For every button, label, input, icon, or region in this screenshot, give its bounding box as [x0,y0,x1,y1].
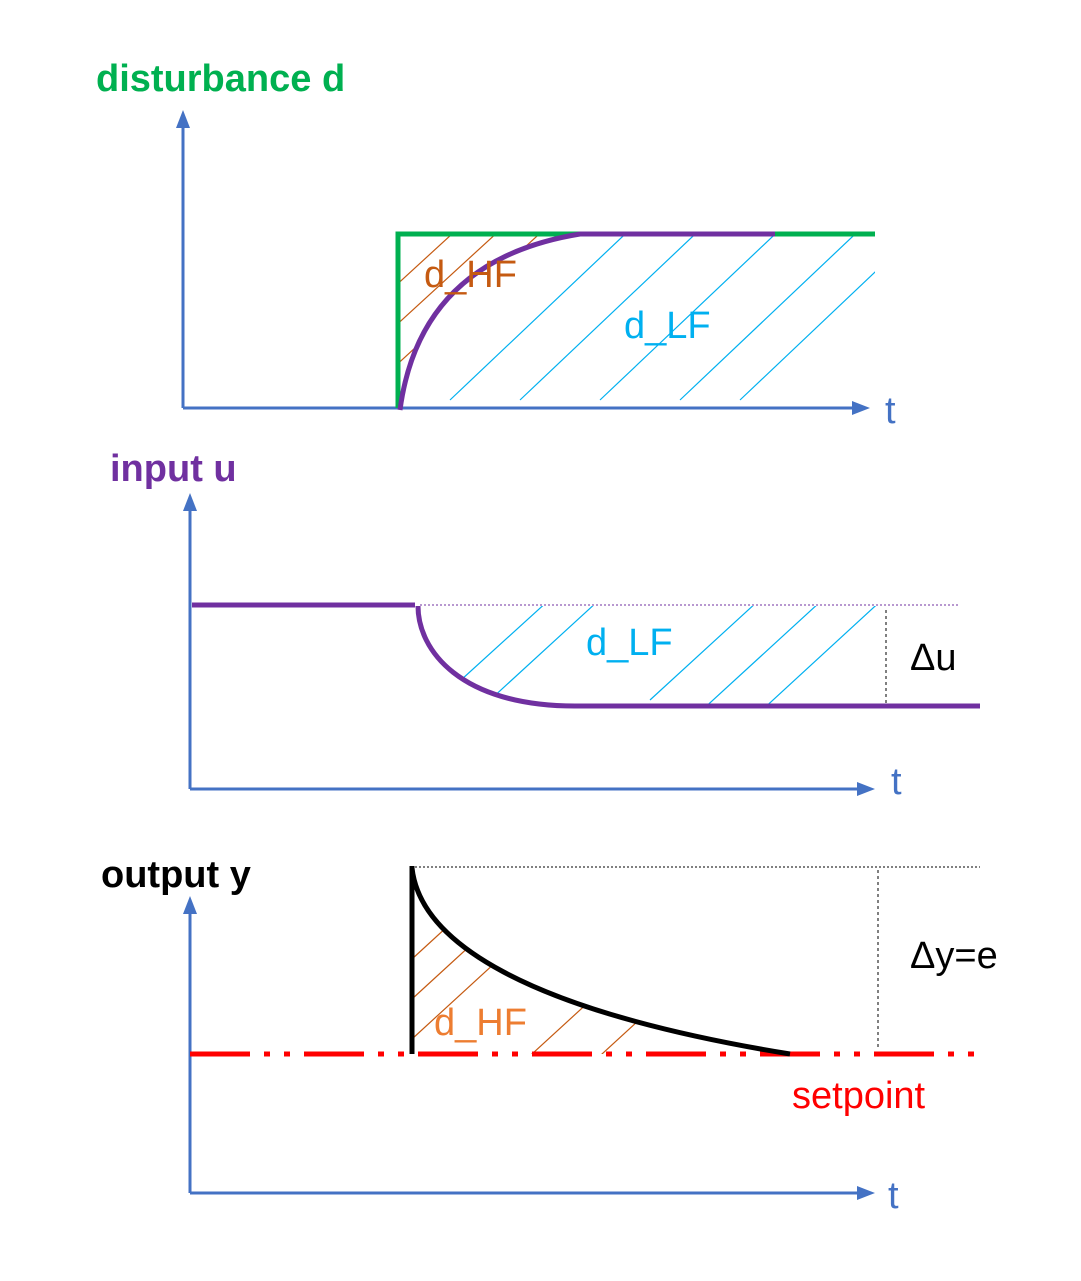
output-panel: output y t d_HF Δy=e setpoint [101,854,998,1217]
dhf-label-bot: d_HF [434,1002,527,1044]
input-axes [183,493,875,796]
delta-u-label: Δu [910,637,957,679]
dlf-label-top: d_LF [624,305,711,347]
dlf-hatch-top [449,234,875,401]
dlf-label-mid: d_LF [586,622,673,664]
disturbance-title: disturbance d [96,58,345,100]
output-title: output y [101,854,251,896]
input-response-curve [415,605,980,709]
delta-y-label: Δy=e [910,935,998,977]
dlf-hatch-mid [449,606,886,706]
dhf-label-top: d_HF [424,254,517,296]
output-decay-curve [409,867,791,1057]
input-t-label: t [891,761,902,803]
disturbance-axes [176,110,870,415]
input-panel: input u t d_LF Δu [110,448,980,803]
disturbance-panel: disturbance d t d_HF d_LF [96,58,896,432]
output-t-label: t [888,1175,899,1217]
disturbance-t-label: t [885,390,896,432]
setpoint-label: setpoint [792,1075,926,1117]
input-title: input u [110,448,237,490]
disturbance-lf-curve [397,231,775,411]
output-axes [183,896,875,1200]
dhf-hatch-top [400,234,580,410]
